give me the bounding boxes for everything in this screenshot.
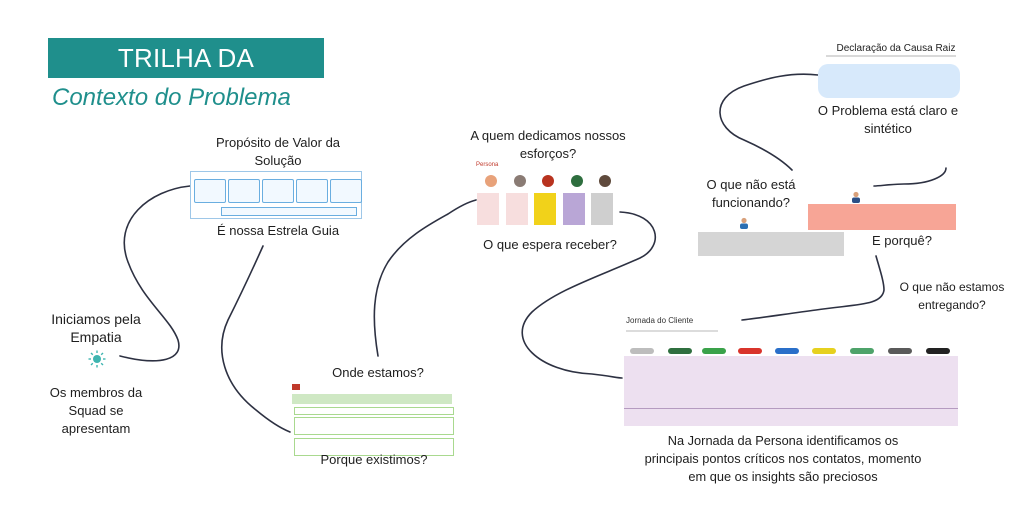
where-row: [294, 438, 454, 456]
journey-touchpoint: [775, 348, 799, 354]
purpose-cell: [194, 179, 226, 203]
guide-star-label: É nossa Estrela Guia: [216, 223, 340, 238]
journey-thumbnail-title: Jornada do Cliente: [626, 316, 694, 325]
why-panel: [808, 204, 956, 230]
persona-avatar-icon: [599, 175, 611, 187]
journey-touchpoint: [926, 348, 950, 354]
persona-column: [534, 193, 556, 225]
where-row: [294, 417, 454, 435]
root-cause-label: Declaração da Causa Raiz: [836, 43, 956, 54]
where-label: Onde estamos?: [332, 365, 424, 380]
persona-avatar-icon: [542, 175, 554, 187]
connector-notworking-why: [873, 167, 947, 187]
sun-icon: [88, 350, 106, 368]
squad-label: Os membros da Squad se apresentam: [49, 385, 143, 436]
purpose-label: Propósito de Valor da Solução: [215, 135, 341, 168]
persona-avatar-icon: [571, 175, 583, 187]
connector-persona-journey: [521, 211, 656, 379]
persona-avatar-icon: [485, 175, 497, 187]
purpose-cell: [262, 179, 294, 203]
problem-clear-label: O Problema está claro e sintético: [817, 103, 959, 136]
root-cause-box: [818, 64, 960, 98]
journey-label: Na Jornada da Persona identificamos os p…: [644, 433, 922, 484]
journey-touchpoint: [850, 348, 874, 354]
connector-guide-where: [221, 245, 291, 433]
where-canvas-thumbnail: [292, 384, 456, 456]
connector-where-persona: [373, 199, 477, 357]
person-icon: [850, 190, 862, 203]
root-cause-hint: [826, 55, 956, 57]
journey-touchpoint: [812, 348, 836, 354]
purpose-cell: [296, 179, 328, 203]
purpose-statement-bar: [221, 207, 357, 216]
not-delivering-label: O que não estamos entregando?: [899, 280, 1005, 312]
journey-baseline: [624, 408, 958, 409]
not-working-panel: [698, 232, 844, 256]
person-icon: [738, 216, 750, 229]
persona-column: [506, 193, 528, 225]
dedicate-label: A quem dedicamos nossos esforços?: [470, 128, 626, 161]
empathy-label: Iniciamos pela Empatia: [51, 311, 141, 345]
page-subtitle: Contexto do Problema: [52, 84, 291, 111]
persona-canvas-thumbnail: Persona: [474, 160, 624, 226]
persona-avatar-icon: [514, 175, 526, 187]
purpose-cell: [330, 179, 362, 203]
persona-column: [477, 193, 499, 225]
connector-root-notworking: [719, 73, 819, 171]
journey-emotion-panel: [624, 356, 958, 426]
journey-canvas-thumbnail: Jornada do Cliente: [622, 316, 962, 428]
journey-touchpoint: [888, 348, 912, 354]
persona-column: [591, 193, 613, 225]
journey-subtitle-line: [626, 330, 718, 332]
journey-touchpoint: [630, 348, 654, 354]
journey-touchpoint: [702, 348, 726, 354]
page-title: TRILHA DA INOVAÇÃO: [48, 38, 324, 113]
where-row: [294, 407, 454, 415]
why-label: E porquê?: [872, 233, 932, 248]
persona-logo-icon: [292, 384, 300, 390]
where-icon-strip: [292, 394, 452, 404]
why-exist-label: Porque existimos?: [320, 452, 428, 467]
purpose-canvas-thumbnail: [190, 171, 362, 219]
connector-empathy-purpose: [119, 185, 191, 362]
not-working-label: O que não está funcionando?: [706, 177, 796, 210]
expect-label: O que espera receber?: [483, 237, 617, 252]
journey-touchpoint: [738, 348, 762, 354]
purpose-cell: [228, 179, 260, 203]
journey-touchpoint: [668, 348, 692, 354]
persona-thumbnail-title: Persona: [476, 162, 499, 168]
connector-notdelivering: [741, 255, 885, 321]
persona-column: [563, 193, 585, 225]
